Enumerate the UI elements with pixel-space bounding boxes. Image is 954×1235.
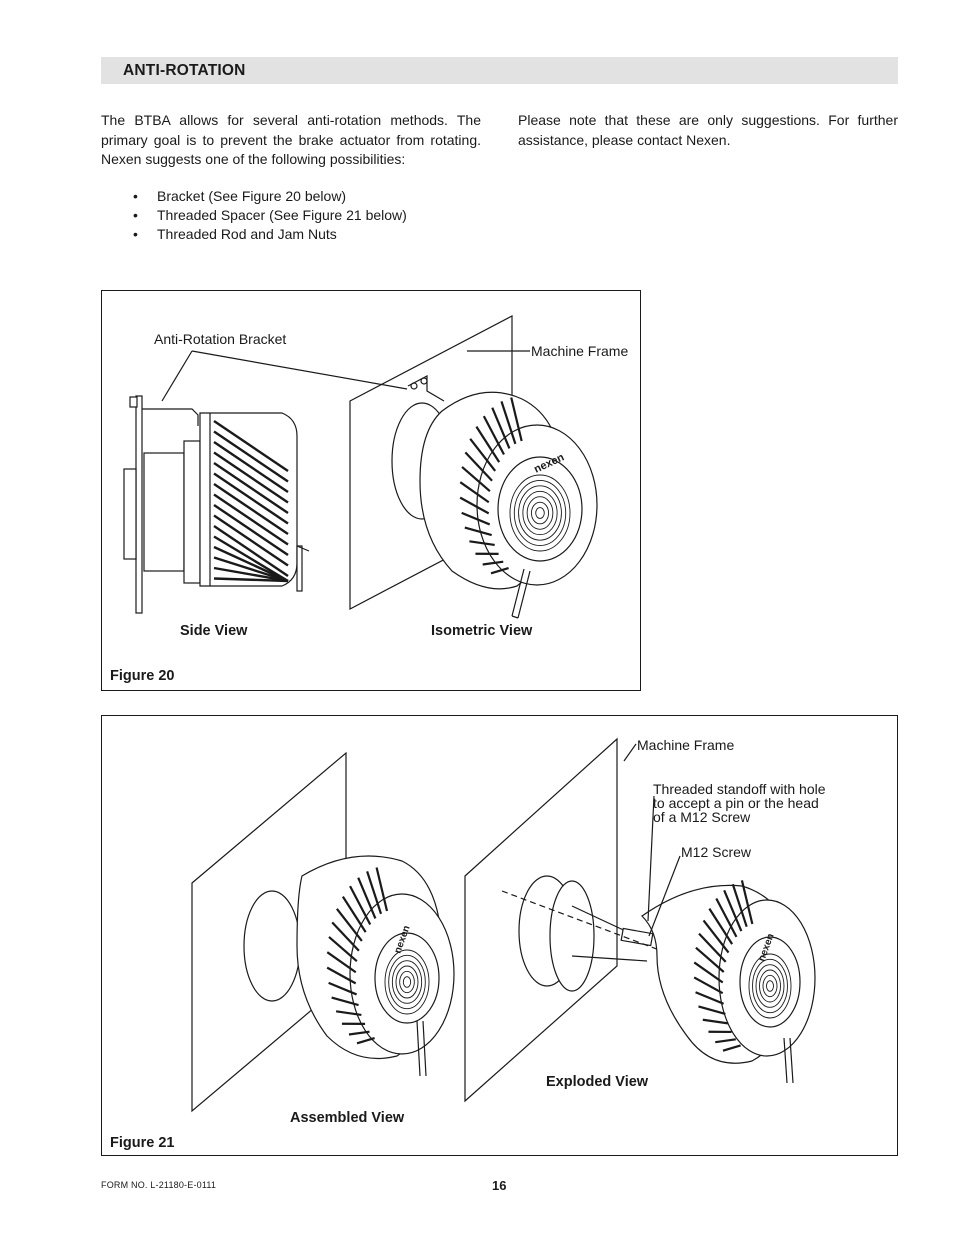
side-view-label: Side View — [180, 623, 248, 639]
assembled-view-label: Assembled View — [290, 1110, 405, 1126]
page-number: 16 — [492, 1178, 507, 1193]
figure-21: nexen nexen Machine Frame Threaded stand… — [101, 715, 898, 1156]
list-item: Threaded Spacer (See Figure 21 below) — [101, 206, 481, 225]
list-item: Threaded Rod and Jam Nuts — [101, 225, 481, 244]
figure-20-drawing: nexen — [123, 315, 598, 619]
intro-left-column: The BTBA allows for several anti-rotatio… — [101, 111, 481, 244]
figure-21-drawing: nexen nexen — [191, 737, 816, 1113]
intro-right-column: Please note that these are only suggesti… — [518, 111, 898, 150]
list-item: Bracket (See Figure 20 below) — [101, 187, 481, 206]
exploded-view-label: Exploded View — [546, 1074, 649, 1090]
section-header-bar: ANTI-ROTATION — [101, 57, 898, 84]
side-view-bracket — [142, 408, 199, 426]
screw-callout: M12 Screw — [681, 844, 752, 860]
frame-callout: Machine Frame — [531, 343, 629, 359]
side-view-plate — [135, 395, 143, 614]
section-title: ANTI-ROTATION — [123, 62, 246, 79]
figure-20: nexen Anti-Rotation Bracket Machine Fram… — [101, 290, 641, 691]
standoff-callout: Threaded standoff with hole to accept a … — [653, 781, 826, 825]
note-paragraph: Please note that these are only suggesti… — [518, 112, 898, 148]
method-list: Bracket (See Figure 20 below) Threaded S… — [101, 187, 481, 245]
form-number: FORM NO. L-21180-E-0111 — [101, 1180, 217, 1190]
figure-caption: Figure 21 — [110, 1135, 175, 1151]
iso-view-label: Isometric View — [431, 623, 533, 639]
bracket-callout: Anti-Rotation Bracket — [154, 331, 287, 347]
figure-caption: Figure 20 — [110, 668, 175, 684]
frame-callout: Machine Frame — [637, 737, 735, 753]
intro-paragraph: The BTBA allows for several anti-rotatio… — [101, 112, 481, 167]
